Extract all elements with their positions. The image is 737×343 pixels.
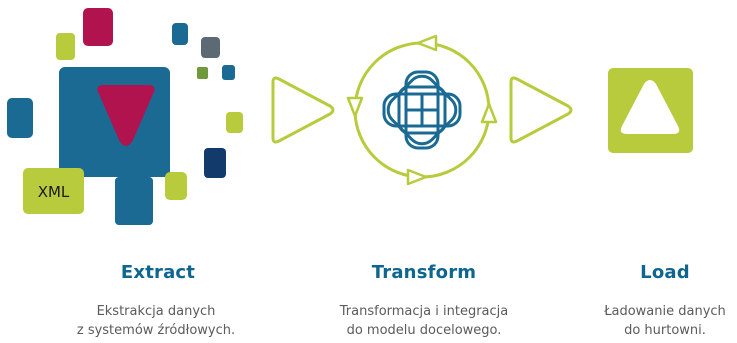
load-description-line2: do hurtowni. <box>624 323 706 338</box>
transform-icon <box>346 34 498 186</box>
xml-label: XML <box>38 183 70 201</box>
extract-icon: XML <box>7 8 243 225</box>
extract-description-line2: z systemów źródłowych. <box>76 323 236 338</box>
extract-description: Ekstrakcja danych z systemów źródłowych. <box>36 302 276 340</box>
transform-description-line2: do modelu docelowego. <box>346 323 502 338</box>
extract-block <box>222 65 235 80</box>
ring-arrow-icon <box>480 102 498 124</box>
extract-block <box>201 37 220 58</box>
chevron-arrow-icon <box>509 76 573 144</box>
transform-description-line1: Transformacja i integracja <box>339 304 509 319</box>
load-title: Load <box>640 262 690 283</box>
transform-title: Transform <box>371 262 477 283</box>
extract-block <box>7 98 33 138</box>
ring-arrow-icon <box>346 96 364 118</box>
etl-diagram: XML <box>7 8 693 225</box>
extract-block <box>165 172 187 200</box>
load-triangle-icon <box>620 80 680 134</box>
extract-title: Extract <box>120 262 196 283</box>
extract-block <box>115 177 153 225</box>
extract-triangle-icon <box>97 85 155 146</box>
chevron-arrow-icon <box>271 76 335 144</box>
extract-block <box>226 112 243 133</box>
ring-arrow-icon <box>406 168 428 186</box>
extract-block <box>83 8 113 46</box>
extract-block <box>204 148 226 178</box>
load-icon <box>608 68 693 153</box>
extract-block <box>197 67 208 79</box>
extract-description-line1: Ekstrakcja danych <box>96 304 216 319</box>
xml-block <box>23 168 84 214</box>
load-description-line1: Ładowanie danych <box>604 304 726 319</box>
extract-block <box>56 33 75 60</box>
knot-icon <box>382 70 462 150</box>
transform-description: Transformacja i integracja do modelu doc… <box>304 302 544 340</box>
extract-block <box>172 23 188 45</box>
load-description: Ładowanie danych do hurtowni. <box>545 302 737 340</box>
ring-arrow-icon <box>416 34 438 52</box>
